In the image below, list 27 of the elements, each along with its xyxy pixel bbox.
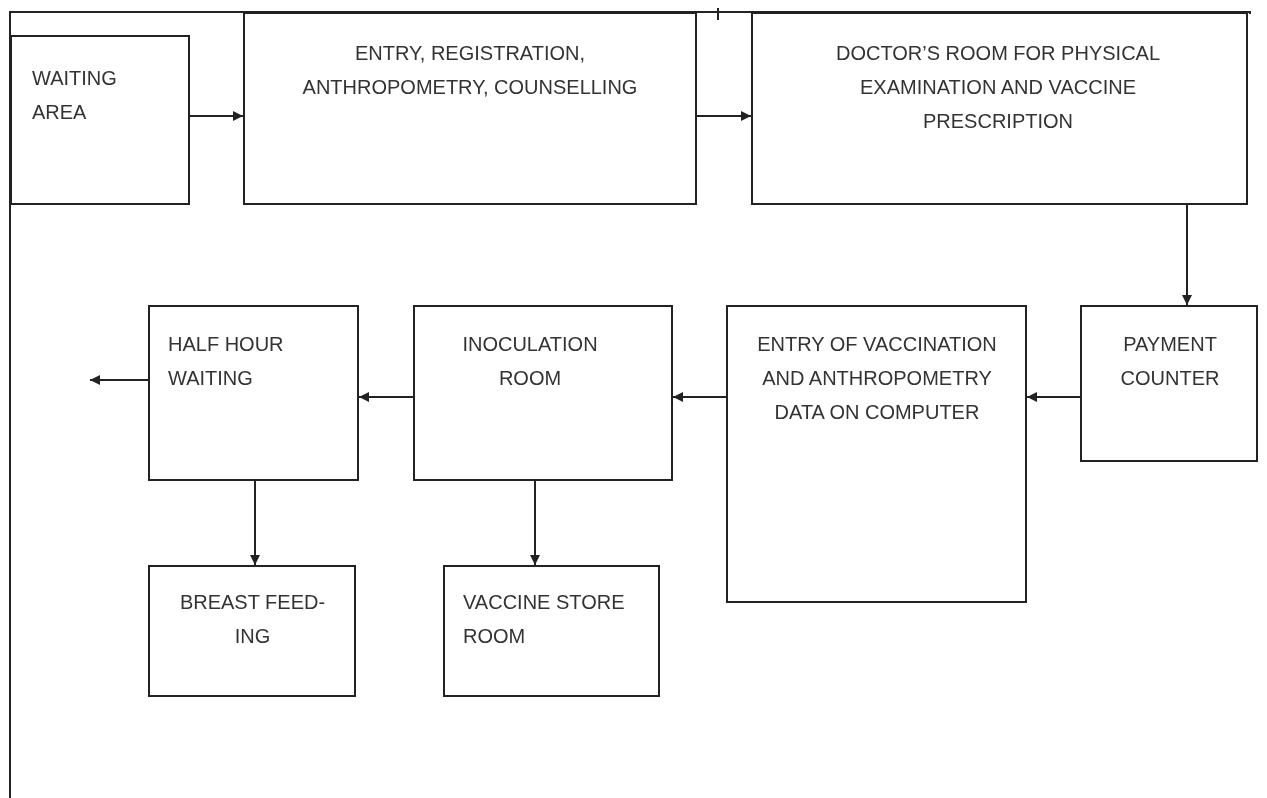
arrow (1182, 204, 1192, 306)
room-label: DOCTOR’S ROOM FOR PHYSICAL EXAMINATION AND VACCINE PRESCRIPTION (834, 41, 1162, 134)
arrow (696, 111, 752, 121)
room-box (148, 565, 356, 697)
arrow (672, 392, 727, 402)
room-label: PAYMENT COUNTER (1119, 332, 1221, 391)
room-label: BREAST FEED- ING (178, 590, 327, 649)
room-label: WAITING AREA (32, 66, 118, 125)
arrow (530, 480, 540, 566)
arrow (358, 392, 414, 402)
room-box (443, 565, 660, 697)
room-box (726, 305, 1027, 603)
room-label: ENTRY, REGISTRATION, ANTHROPOMETRY, COUNSELLING (301, 41, 639, 100)
arrow (1026, 392, 1081, 402)
room-box (10, 35, 190, 205)
arrow (89, 375, 149, 385)
arrow (189, 111, 244, 121)
room-box (243, 12, 697, 205)
room-label: ENTRY OF VACCINATION AND ANTHROPOMETRY DATA ON COMPUTER (756, 332, 998, 425)
room-label: HALF HOUR WAITING (168, 332, 285, 391)
room-box (1080, 305, 1258, 462)
room-box (413, 305, 673, 481)
arrow (250, 480, 260, 566)
room-box (751, 12, 1248, 205)
room-label: INOCULATION ROOM (461, 332, 599, 391)
room-label: VACCINE STORE ROOM (463, 590, 626, 649)
room-box (148, 305, 359, 481)
